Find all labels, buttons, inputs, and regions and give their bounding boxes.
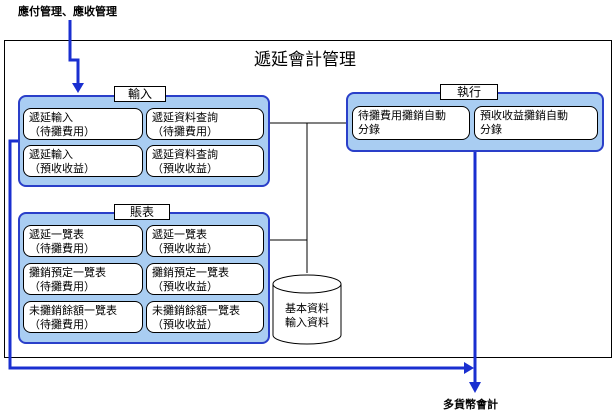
database-line2: 輸入資料 bbox=[285, 316, 329, 329]
item-line2: （預收收益） bbox=[152, 242, 218, 255]
item-line1: 攤銷預定一覽表 bbox=[29, 266, 106, 279]
source-label: 應付管理、應收管理 bbox=[18, 5, 117, 18]
item-line2: （待攤費用） bbox=[29, 125, 95, 138]
database-line1: 基本資料 bbox=[285, 302, 329, 315]
item-line1: 遞延輸入 bbox=[29, 148, 73, 161]
arrow-head-bottom bbox=[464, 362, 474, 374]
item-line1: 遞延資料查詢 bbox=[152, 111, 218, 124]
exec-item-prepaid-amortization[interactable]: 待攤費用攤銷自動 分錄 bbox=[352, 106, 470, 140]
item-line1: 遞延一覽表 bbox=[29, 228, 84, 241]
database-label: 基本資料 輸入資料 bbox=[273, 302, 341, 330]
item-line1: 遞延資料查詢 bbox=[152, 148, 218, 161]
arrow-head-target bbox=[469, 382, 481, 393]
item-line2: 分錄 bbox=[480, 123, 502, 136]
target-label: 多貨幣會計 bbox=[443, 398, 498, 411]
database-body bbox=[272, 284, 342, 345]
report-item-list-prepaid[interactable]: 遞延一覽表 （待攤費用） bbox=[23, 225, 143, 257]
report-group-title: 賬表 bbox=[114, 204, 170, 220]
item-line1: 預收收益攤銷自動 bbox=[480, 109, 568, 122]
input-item-query-prepaid[interactable]: 遞延資料查詢 （待攤費用） bbox=[146, 108, 264, 140]
item-line2: 分錄 bbox=[358, 123, 380, 136]
input-item-deferral-unearned[interactable]: 遞延輸入 （預收收益） bbox=[23, 145, 143, 177]
item-line2: （待攤費用） bbox=[29, 280, 95, 293]
item-line2: （待攤費用） bbox=[29, 242, 95, 255]
item-line2: （預收收益） bbox=[152, 162, 218, 175]
report-item-balance-prepaid[interactable]: 未攤銷餘額一覽表 （待攤費用） bbox=[23, 301, 143, 333]
arrow-source-to-input bbox=[68, 20, 80, 85]
item-line1: 未攤銷餘額一覽表 bbox=[29, 304, 117, 317]
report-item-schedule-prepaid[interactable]: 攤銷預定一覽表 （待攤費用） bbox=[23, 263, 143, 295]
input-item-deferral-prepaid[interactable]: 遞延輸入 （待攤費用） bbox=[23, 108, 143, 140]
item-line2: （預收收益） bbox=[152, 318, 218, 331]
item-line1: 遞延輸入 bbox=[29, 111, 73, 124]
arrow-input-to-target bbox=[8, 139, 466, 370]
report-item-list-unearned[interactable]: 遞延一覽表 （預收收益） bbox=[146, 225, 264, 257]
database-top bbox=[272, 274, 342, 294]
item-line2: （待攤費用） bbox=[152, 125, 218, 138]
input-item-query-unearned[interactable]: 遞延資料查詢 （預收收益） bbox=[146, 145, 264, 177]
exec-group-title: 執行 bbox=[440, 84, 498, 100]
item-line2: （預收收益） bbox=[152, 280, 218, 293]
page-title: 遞延會計管理 bbox=[254, 50, 356, 70]
item-line1: 攤銷預定一覽表 bbox=[152, 266, 229, 279]
item-line2: （待攤費用） bbox=[29, 318, 95, 331]
report-item-balance-unearned[interactable]: 未攤銷餘額一覽表 （預收收益） bbox=[146, 301, 264, 333]
exec-item-unearned-amortization[interactable]: 預收收益攤銷自動 分錄 bbox=[474, 106, 598, 140]
input-group-title: 輸入 bbox=[114, 86, 166, 102]
arrow-head-input bbox=[72, 83, 84, 93]
item-line1: 遞延一覽表 bbox=[152, 228, 207, 241]
report-item-schedule-unearned[interactable]: 攤銷預定一覽表 （預收收益） bbox=[146, 263, 264, 295]
item-line2: （預收收益） bbox=[29, 162, 95, 175]
item-line1: 待攤費用攤銷自動 bbox=[358, 109, 446, 122]
item-line1: 未攤銷餘額一覽表 bbox=[152, 304, 240, 317]
